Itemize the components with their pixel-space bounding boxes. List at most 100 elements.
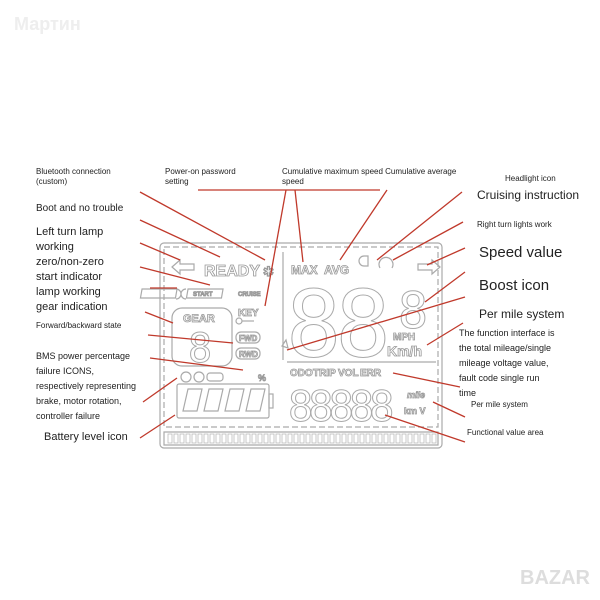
label-battery: Battery level icon (44, 431, 128, 443)
tick-mark (191, 433, 197, 444)
tick-mark (431, 433, 437, 444)
start-label: START (193, 292, 213, 298)
label-cumulative-speed: Cumulative maximum speed Cumulative aver… (282, 167, 457, 186)
kmv-unit: km V (404, 406, 426, 416)
tick-mark (245, 433, 251, 444)
tick-mark (371, 433, 377, 444)
tick-mark (413, 433, 419, 444)
label-forward-backward: Forward/backward state (36, 321, 122, 330)
tick-mark (353, 433, 359, 444)
fwd-indicator: FWD (239, 334, 257, 343)
brake-failure-icon (180, 371, 192, 383)
tick-mark (407, 433, 413, 444)
tick-mark (179, 433, 185, 444)
rwd-box (235, 347, 261, 360)
tick-mark (299, 433, 305, 444)
tick-mark (317, 433, 323, 444)
rwd-indicator: RWD (239, 350, 258, 359)
tick-mark (251, 433, 257, 444)
leader-lines (139, 189, 466, 443)
tick-mark (269, 433, 275, 444)
tick-marks: /* ticks drawn below */ (167, 433, 437, 444)
tick-mark (263, 433, 269, 444)
avg-indicator: AVG (324, 263, 349, 277)
battery-percent: % (258, 373, 266, 383)
controller-failure-icon (206, 372, 224, 382)
tick-mark (347, 433, 353, 444)
tick-mark (389, 433, 395, 444)
tick-mark (335, 433, 341, 444)
bazar-logo: BAZAR (520, 567, 590, 589)
tick-mark (287, 433, 293, 444)
battery-cells (182, 388, 266, 412)
tick-mark (377, 433, 383, 444)
tick-mark (293, 433, 299, 444)
tick-mark (227, 433, 233, 444)
max-indicator: MAX (291, 263, 318, 277)
mile-unit: mile (407, 390, 425, 400)
tick-mark (275, 433, 281, 444)
tick-mark (383, 433, 389, 444)
tick-mark (209, 433, 215, 444)
tick-mark (395, 433, 401, 444)
fwd-box (235, 331, 261, 344)
motor-failure-icon (193, 371, 205, 383)
kmh-unit: Km/h (387, 343, 422, 359)
tick-mark (341, 433, 347, 444)
tick-mark (197, 433, 203, 444)
function-digits: 88888 (288, 382, 392, 431)
tick-mark (425, 433, 431, 444)
tick-mark (167, 433, 173, 444)
label-headlight: Headlight icon (505, 174, 556, 183)
tick-strip (163, 431, 439, 446)
watermark: Мартин (14, 14, 81, 34)
boost-digit: 8 (398, 282, 428, 340)
start-indicator-icon (139, 288, 178, 299)
tick-mark (233, 433, 239, 444)
key-label: KEY (238, 308, 259, 319)
headlight-icon (358, 255, 369, 267)
tick-mark (419, 433, 425, 444)
odo-indicator: ODO (290, 368, 313, 379)
left-turn-arrow-icon (171, 258, 195, 276)
ready-indicator: READY (204, 263, 260, 280)
tick-mark (257, 433, 263, 444)
bluetooth-icon: ✱ (263, 264, 274, 279)
tick-mark (281, 433, 287, 444)
boost-icon (281, 338, 289, 349)
label-per-mile-1: Per mile system (479, 307, 565, 321)
tick-mark (173, 433, 179, 444)
tick-mark (215, 433, 221, 444)
tick-mark (185, 433, 191, 444)
cruise-indicator-icon (185, 288, 224, 299)
cruise-speedometer-icon (378, 256, 394, 269)
tick-mark (203, 433, 209, 444)
battery-tip (268, 393, 274, 409)
label-speed-value: Speed value (479, 244, 563, 261)
right-turn-arrow-icon (417, 258, 441, 276)
label-boost: Boost icon (479, 277, 550, 294)
tick-mark (329, 433, 335, 444)
tick-mark (401, 433, 407, 444)
label-boot: Boot and no trouble (36, 203, 124, 214)
gear-label: GEAR (183, 313, 215, 325)
tick-mark (311, 433, 317, 444)
headlight-beam-icon (175, 288, 187, 300)
mph-unit: MPH (393, 332, 415, 343)
label-functional-area: Functional value area (467, 428, 544, 437)
label-bluetooth: Bluetooth connection(custom) (36, 167, 111, 186)
trip-indicator: TRIP (313, 368, 336, 379)
tick-mark (239, 433, 245, 444)
tick-mark (221, 433, 227, 444)
vol-indicator: VOL (338, 368, 359, 379)
tick-mark (305, 433, 311, 444)
label-per-mile-2: Per mile system (471, 400, 528, 409)
tick-mark (365, 433, 371, 444)
cruise-label: CRUISE (238, 292, 261, 298)
